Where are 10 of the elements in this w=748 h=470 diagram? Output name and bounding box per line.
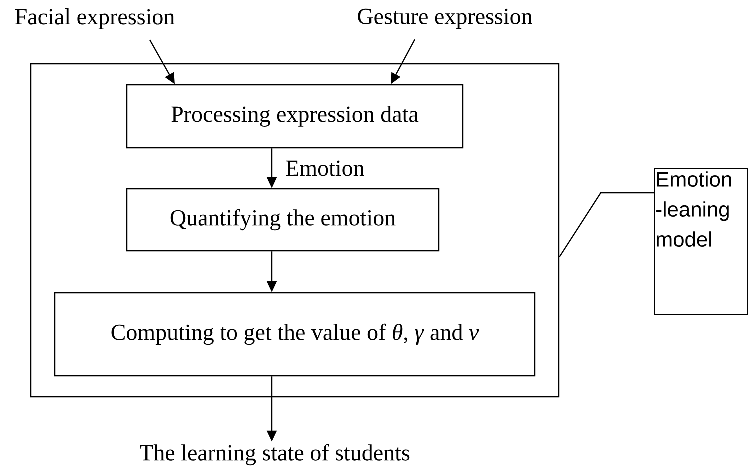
container-box	[30, 63, 560, 398]
leader-line	[559, 192, 654, 258]
callout-box: Emotion -leaning model	[654, 168, 748, 316]
flow-label: The learning state of students	[140, 444, 410, 466]
flow-label: Facial expression	[16, 8, 175, 30]
flow-label: Gesture expression	[358, 8, 532, 30]
process-box: Processing expression data	[126, 84, 464, 149]
edge-label: Emotion	[284, 160, 366, 178]
process-box: Quantifying the emotion	[126, 188, 440, 252]
process-box: Computing to get the value of θ, γ and v	[54, 292, 536, 377]
